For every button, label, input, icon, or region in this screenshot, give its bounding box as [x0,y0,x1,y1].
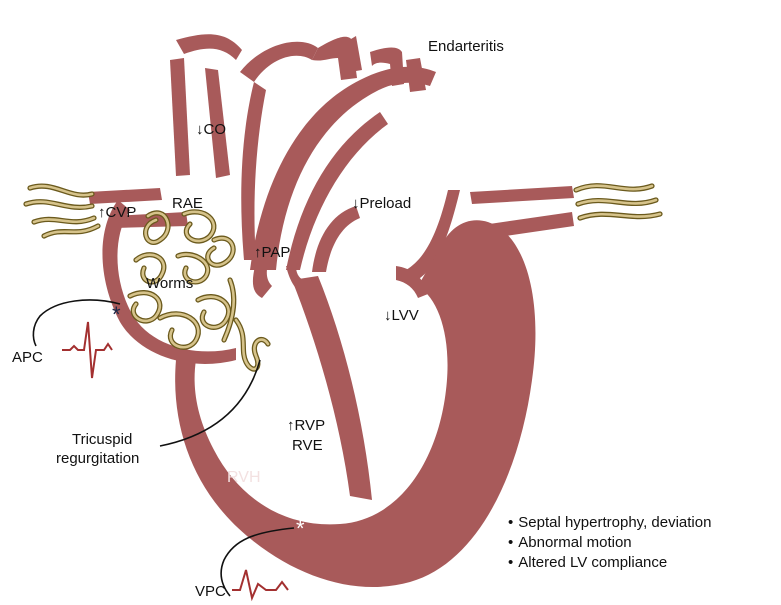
vpc-focus-asterisk: * [296,516,305,541]
label-lvv: ↓LVV [384,308,419,323]
label-vpc: VPC [195,584,226,599]
label-tricuspid-1: Tricuspid [72,432,132,447]
label-rvh: RVH [227,470,261,486]
tricuspid-leader [160,360,260,446]
label-pap: ↑PAP [254,245,290,260]
label-endarteritis: Endarteritis [428,39,504,54]
apc-focus-asterisk: * [112,302,121,327]
heartworms-vena-cava [26,186,98,236]
finding-item: Altered LV compliance [508,553,711,573]
heartworms-tricuspid [236,320,268,369]
finding-item: Septal hypertrophy, deviation [508,513,711,533]
label-preload: ↓Preload [352,196,411,211]
label-rae: RAE [172,196,203,211]
findings-list: Septal hypertrophy, deviation Abnormal m… [508,513,711,573]
finding-item: Abnormal motion [508,533,711,553]
label-cvp: ↑CVP [98,205,136,220]
label-rve: RVE [292,438,323,453]
heartworms-pulmonary-vein [576,186,660,218]
superior-vena-cava [170,34,242,178]
label-rvp: ↑RVP [287,418,325,433]
pulmonary-artery [250,67,436,270]
label-worms: Worms [146,276,193,291]
vpc-ecg-trace [232,570,288,598]
label-apc: APC [12,350,43,365]
label-tricuspid-2: regurgitation [56,451,139,466]
apc-leader [33,300,120,346]
interventricular-septum [253,262,372,500]
apc-ecg-trace [62,322,112,378]
label-cardiac-output: ↓CO [196,122,226,137]
